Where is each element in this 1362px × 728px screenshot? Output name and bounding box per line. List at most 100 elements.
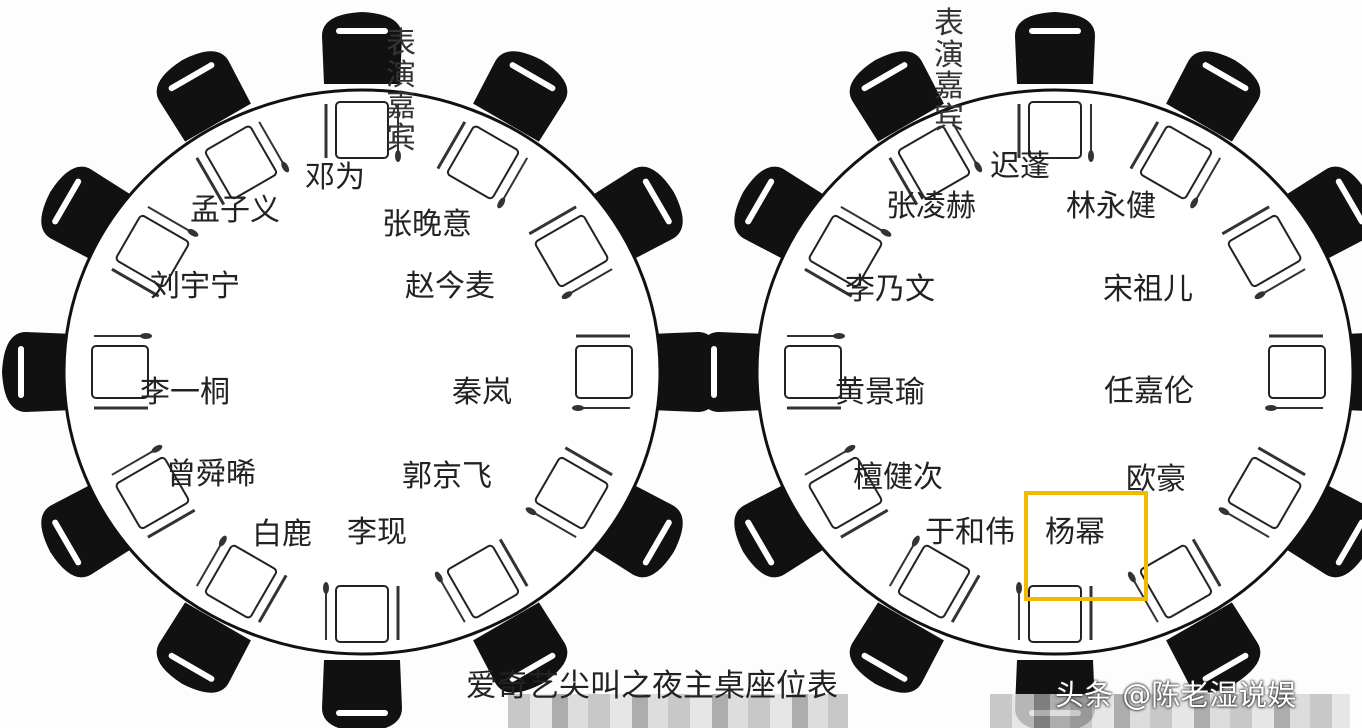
plate (1139, 544, 1213, 619)
chair-body (41, 483, 132, 578)
guest-name: 秦岚 (452, 375, 512, 410)
spoon-head (880, 228, 892, 237)
spoon (888, 542, 916, 587)
spoon-head (187, 228, 199, 237)
plate (1028, 101, 1082, 159)
guest-name: 赵今麦 (405, 269, 495, 304)
chair-stripe (1335, 519, 1362, 566)
chair (734, 483, 825, 578)
guest-name: 郭京飞 (402, 459, 492, 494)
plate (1268, 345, 1326, 399)
chair (156, 51, 251, 142)
guest-name: 孟子义 (190, 193, 280, 228)
chopsticks (950, 574, 981, 623)
chopsticks (1221, 205, 1270, 236)
chair (473, 602, 568, 693)
plate (897, 125, 971, 200)
chair (322, 660, 402, 728)
chopsticks (498, 538, 529, 587)
chair-stripe (861, 62, 908, 92)
chair-body (473, 602, 568, 693)
chart-title: 爱奇艺尖叫之夜主桌座位表 (466, 668, 838, 704)
chair-stripe (642, 178, 672, 225)
plate (446, 125, 520, 200)
table-top (755, 88, 1355, 656)
right-performer-label: 表演嘉宾 (934, 6, 964, 136)
guest-name: 任嘉伦 (1104, 374, 1194, 409)
guest-name: 李一桐 (140, 375, 230, 410)
mosaic-blur (508, 694, 848, 728)
place-setting (804, 205, 892, 298)
spoon-head (281, 161, 290, 173)
chopsticks (1129, 121, 1160, 170)
chair (849, 51, 944, 142)
place-setting (525, 446, 613, 539)
guest-name: 李现 (347, 515, 407, 550)
spoon (840, 205, 885, 233)
chair-stripe (861, 652, 908, 682)
place-setting (91, 333, 152, 410)
chopsticks (888, 157, 919, 206)
spoon-head (497, 197, 506, 209)
spoon-head (1088, 150, 1094, 162)
spoon-head (844, 444, 856, 453)
guest-name: 邓为 (305, 160, 365, 195)
chair (592, 483, 683, 578)
chair (473, 51, 568, 142)
spoon-head (1190, 197, 1199, 209)
chair-body (1015, 12, 1095, 84)
place-setting (1221, 205, 1306, 300)
place-setting (1129, 121, 1222, 209)
spoon-head (1218, 507, 1230, 516)
chair-body (734, 166, 825, 261)
chair-body (1166, 602, 1261, 693)
watermark: 头条 @陈老湿说娱 (1055, 678, 1297, 712)
guest-name: 张凌赫 (886, 189, 976, 224)
spoon (951, 121, 979, 166)
chair-body (1343, 332, 1362, 412)
chair-body (156, 602, 251, 693)
chair-stripe (52, 519, 82, 566)
chair (41, 483, 132, 578)
chair-body (849, 602, 944, 693)
chair-stripe (1029, 28, 1081, 34)
chair-stripe (509, 652, 556, 682)
spoon-head (323, 582, 329, 594)
chopsticks (1191, 538, 1222, 587)
guest-name: 檀健次 (853, 460, 943, 495)
chair-stripe (642, 519, 672, 566)
place-setting (195, 121, 290, 206)
plate (897, 544, 971, 619)
chair (1015, 12, 1095, 84)
chair-body (849, 51, 944, 142)
spoon-head (974, 161, 983, 173)
chair (849, 602, 944, 693)
plate (808, 214, 883, 288)
place-setting (195, 535, 288, 623)
place-setting (888, 535, 981, 623)
chair (2, 332, 74, 412)
plate (335, 585, 389, 643)
place-setting (1016, 582, 1093, 643)
plate (1227, 456, 1302, 530)
chair-body (1285, 166, 1362, 261)
place-setting (1017, 101, 1094, 162)
chair-stripe (336, 28, 388, 34)
place-setting (1218, 446, 1306, 539)
guest-name: 欧豪 (1126, 462, 1186, 497)
chair (41, 166, 132, 261)
round-table (695, 12, 1362, 728)
chair (1343, 332, 1362, 412)
spoon (804, 448, 849, 476)
chair (1166, 51, 1261, 142)
place-setting (434, 538, 529, 623)
spoon-head (151, 444, 163, 453)
chair-stripe (745, 519, 775, 566)
chair-body (1166, 51, 1261, 142)
plate (1028, 585, 1082, 643)
guest-name: 宋祖儿 (1103, 272, 1193, 307)
left-performer-label: 表演嘉宾 (386, 26, 416, 156)
chair (695, 332, 767, 412)
